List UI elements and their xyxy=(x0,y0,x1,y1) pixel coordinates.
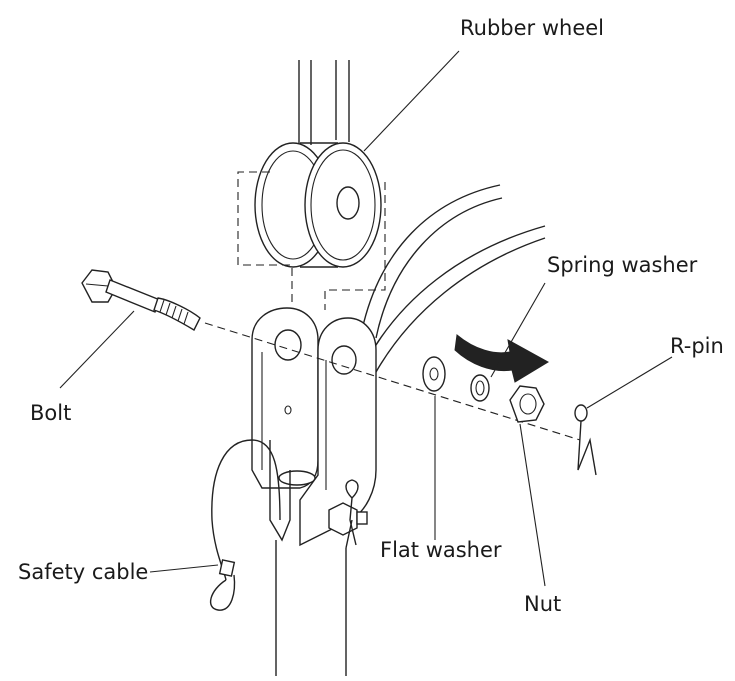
post-tube xyxy=(275,470,347,676)
nut-label: Nut xyxy=(524,592,562,616)
safety-cable-drawing xyxy=(209,439,291,611)
projection-lines xyxy=(237,171,386,310)
r-pin-drawing xyxy=(574,404,597,476)
bolt-label: Bolt xyxy=(30,401,72,425)
leader-lines xyxy=(59,50,673,587)
rubber-wheel-label: Rubber wheel xyxy=(460,16,605,40)
upper-cables xyxy=(298,60,350,150)
nut-drawing xyxy=(509,385,545,423)
bolt-drawing xyxy=(81,269,201,331)
safety-cable-label: Safety cable xyxy=(18,560,149,584)
spring-washer-label: Spring washer xyxy=(547,253,698,277)
bracket-small-bolt xyxy=(328,479,368,549)
r-pin-label: R-pin xyxy=(670,334,724,358)
rubber-wheel xyxy=(254,142,382,268)
bracket-left-plate xyxy=(251,307,319,489)
spring-washer-drawing xyxy=(470,374,490,402)
flat-washer-label: Flat washer xyxy=(380,538,502,562)
flat-washer-drawing xyxy=(422,356,446,392)
frame-tubes xyxy=(361,184,546,373)
